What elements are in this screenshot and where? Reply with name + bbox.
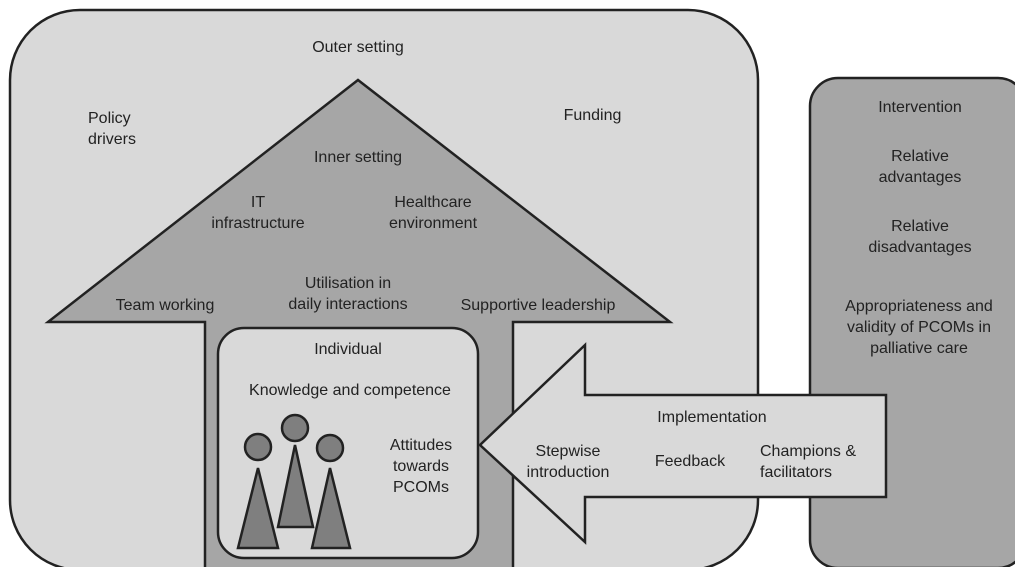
- it-infrastructure-label: IT infrastructure: [211, 194, 305, 232]
- outer-setting-title: Outer setting: [312, 39, 404, 56]
- person-head-right: [315, 433, 345, 463]
- inner-setting-title: Inner setting: [313, 149, 403, 166]
- healthcare-environment-label: Healthcare environment: [388, 194, 478, 232]
- champions-facilitators-label: Champions & facilitators: [760, 443, 857, 481]
- implementation-title: Implementation: [657, 409, 767, 426]
- knowledge-competence-label: Knowledge and competence: [249, 382, 451, 399]
- individual-title: Individual: [314, 341, 382, 358]
- feedback-label: Feedback: [654, 453, 726, 470]
- appropriateness-label: Appropriateness and validity of PCOMs in…: [845, 298, 993, 357]
- person-body-left: [236, 467, 280, 550]
- supportive-leadership-label: Supportive leadership: [460, 297, 616, 314]
- utilisation-label: Utilisation in daily interactions: [288, 275, 408, 313]
- policy-drivers-label: Policy drivers: [88, 110, 137, 148]
- people-figures: [236, 413, 352, 550]
- intervention-title: Intervention: [878, 99, 962, 116]
- funding-label: Funding: [563, 107, 622, 124]
- relative-advantages-label: Relative advantages: [878, 148, 962, 186]
- inner-setting-house: [44, 78, 674, 567]
- implementation-arrow: [478, 342, 888, 545]
- person-head-left: [243, 432, 273, 462]
- person-body-middle: [276, 444, 315, 529]
- person-head-middle: [280, 413, 310, 443]
- person-body-right: [310, 467, 352, 550]
- stepwise-introduction-label: Stepwise introduction: [526, 443, 610, 481]
- team-working-label: Team working: [115, 297, 215, 314]
- relative-disadvantages-label: Relative disadvantages: [868, 218, 972, 256]
- attitudes-label: Attitudes towards PCOMs: [389, 437, 453, 496]
